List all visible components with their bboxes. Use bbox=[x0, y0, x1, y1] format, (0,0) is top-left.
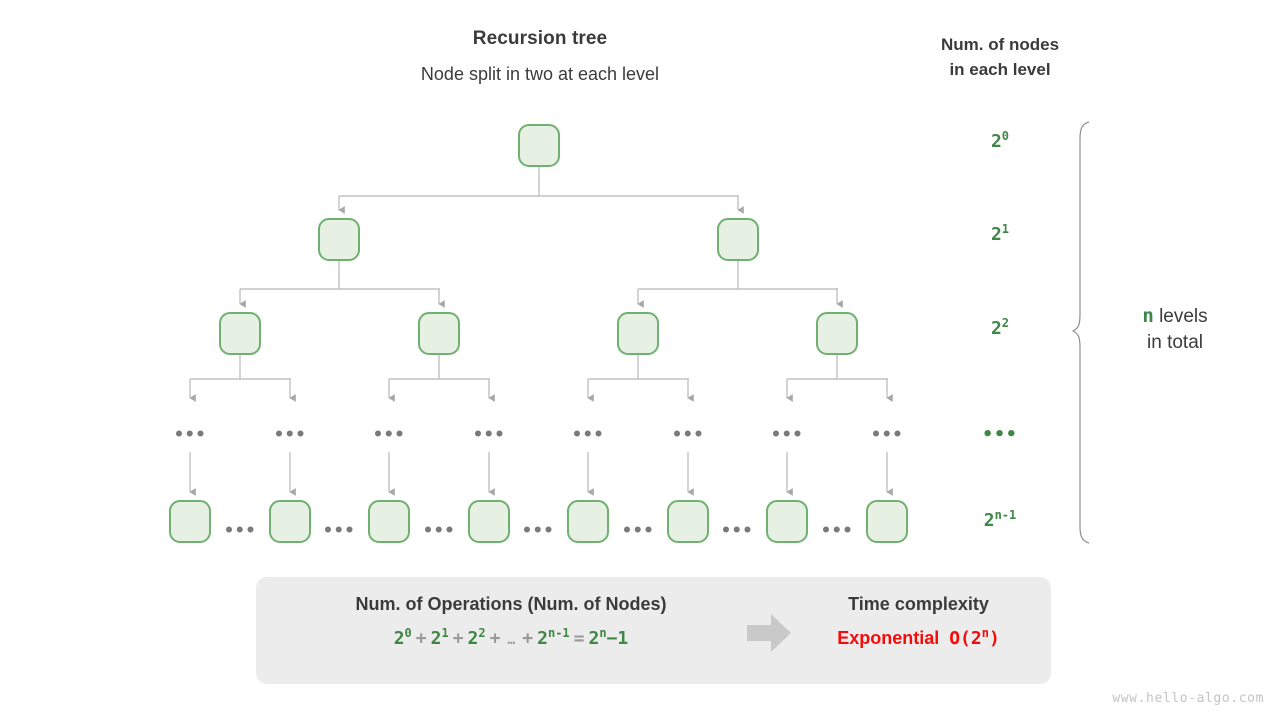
page-subtitle: Node split in two at each level bbox=[420, 64, 660, 84]
node-count-title-line1: Num. of nodes bbox=[940, 35, 1060, 54]
total-levels-note: n levels in total bbox=[1100, 303, 1250, 356]
node-count-title-line2: in each level bbox=[949, 60, 1051, 79]
summary-operations-heading: Num. of Operations (Num. of Nodes) bbox=[355, 594, 667, 614]
tree-ellipsis-level3: ••• bbox=[571, 425, 605, 445]
formula-term-last: 2n-1 bbox=[537, 626, 570, 649]
levels-in-total: in total bbox=[1147, 332, 1203, 353]
tree-node bbox=[368, 500, 410, 543]
level-count-0-base: 2 bbox=[990, 131, 1002, 152]
tree-ellipsis-level3: ••• bbox=[173, 425, 207, 445]
tree-ellipsis-level4: ••• bbox=[820, 521, 854, 541]
tree-ellipsis-level4: ••• bbox=[720, 521, 754, 541]
formula-term-2: 22 bbox=[467, 626, 486, 649]
tree-node bbox=[518, 124, 560, 167]
level-count-0: 20 bbox=[940, 129, 1060, 152]
levels-word: levels bbox=[1153, 306, 1208, 327]
formula-term-0: 20 bbox=[393, 626, 412, 649]
tree-ellipsis-level4: ••• bbox=[422, 521, 456, 541]
formula-plus-3: + bbox=[489, 628, 501, 649]
summary-formula: 20+21+22+…+2n-1=2n−1 bbox=[266, 626, 756, 649]
level-count-1-base: 2 bbox=[990, 224, 1002, 245]
tree-ellipsis-level4: ••• bbox=[521, 521, 555, 541]
tree-node bbox=[567, 500, 609, 543]
tree-node bbox=[318, 218, 360, 261]
level-count-4: 2n-1 bbox=[940, 508, 1060, 531]
tree-ellipsis-level3: ••• bbox=[273, 425, 307, 445]
summary-complexity-block: Time complexity Exponential O(2n) bbox=[796, 594, 1041, 649]
summary-panel: Num. of Operations (Num. of Nodes) 20+21… bbox=[256, 577, 1051, 684]
tree-nodes bbox=[169, 124, 908, 543]
tree-ellipsis-level3: ••• bbox=[870, 425, 904, 445]
tree-ellipsis-level3: ••• bbox=[671, 425, 705, 445]
tree-node bbox=[766, 500, 808, 543]
levels-brace bbox=[1071, 121, 1090, 544]
tree-node bbox=[866, 500, 908, 543]
tree-node bbox=[219, 312, 261, 355]
tree-ellipsis-level4: ••• bbox=[621, 521, 655, 541]
formula-equals: = bbox=[573, 628, 585, 649]
formula-plus-2: + bbox=[452, 628, 464, 649]
tree-ellipsis-level3: ••• bbox=[770, 425, 804, 445]
tree-node bbox=[468, 500, 510, 543]
complexity-big-o: O(2n) bbox=[949, 626, 1000, 649]
tree-connectors bbox=[189, 166, 893, 496]
level-count-1: 21 bbox=[940, 222, 1060, 245]
level-count-4-base: 2 bbox=[983, 510, 995, 531]
level-count-0-exp: 0 bbox=[1001, 129, 1010, 143]
tree-node bbox=[418, 312, 460, 355]
formula-ellipsis: … bbox=[507, 633, 516, 648]
tree-node bbox=[617, 312, 659, 355]
tree-ellipsis-level3: ••• bbox=[472, 425, 506, 445]
summary-complexity-value: Exponential O(2n) bbox=[796, 626, 1041, 649]
watermark: www.hello-algo.com bbox=[1112, 691, 1264, 706]
tree-node bbox=[667, 500, 709, 543]
tree-ellipsis-level3: ••• bbox=[372, 425, 406, 445]
formula-plus-4: + bbox=[522, 628, 534, 649]
level-count-2-exp: 2 bbox=[1001, 316, 1010, 330]
summary-complexity-heading: Time complexity bbox=[848, 594, 989, 614]
formula-result: 2n−1 bbox=[588, 626, 629, 649]
tree-node bbox=[816, 312, 858, 355]
level-count-4-exp: n-1 bbox=[994, 508, 1017, 522]
level-count-3-ellipsis: ••• bbox=[982, 424, 1018, 445]
formula-plus-1: + bbox=[415, 628, 427, 649]
tree-node bbox=[269, 500, 311, 543]
levels-variable: n bbox=[1142, 305, 1154, 327]
formula-term-1: 21 bbox=[430, 626, 449, 649]
tree-ellipsis-level4: ••• bbox=[223, 521, 257, 541]
level-count-2: 22 bbox=[940, 316, 1060, 339]
page-title: Recursion tree bbox=[472, 28, 608, 49]
tree-node bbox=[169, 500, 211, 543]
tree-ellipsis-level4: ••• bbox=[322, 521, 356, 541]
complexity-word: Exponential bbox=[837, 628, 940, 648]
tree-node bbox=[717, 218, 759, 261]
level-count-1-exp: 1 bbox=[1001, 222, 1010, 236]
level-count-2-base: 2 bbox=[990, 318, 1002, 339]
summary-operations-block: Num. of Operations (Num. of Nodes) 20+21… bbox=[266, 594, 756, 649]
right-block-arrow-icon bbox=[747, 614, 791, 652]
node-count-column-title: Num. of nodes in each level bbox=[900, 32, 1100, 82]
